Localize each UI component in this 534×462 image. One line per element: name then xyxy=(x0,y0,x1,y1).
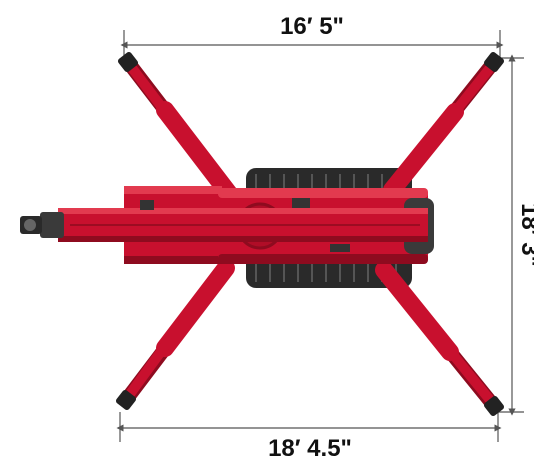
dimension-lines xyxy=(116,30,524,442)
bottom-dimension-label: 18′ 4.5" xyxy=(268,435,352,462)
right-dimension-label: 18′ 3" xyxy=(516,203,534,267)
top-dimension-label: 16′ 5" xyxy=(280,13,344,40)
spider-crane xyxy=(20,51,505,417)
boom-head xyxy=(20,212,64,238)
outriggers xyxy=(115,51,505,417)
pad-top-right xyxy=(483,51,505,73)
pad-bottom-left xyxy=(115,389,137,411)
pad-top-left xyxy=(117,51,139,73)
pad-bottom-right xyxy=(483,395,505,417)
